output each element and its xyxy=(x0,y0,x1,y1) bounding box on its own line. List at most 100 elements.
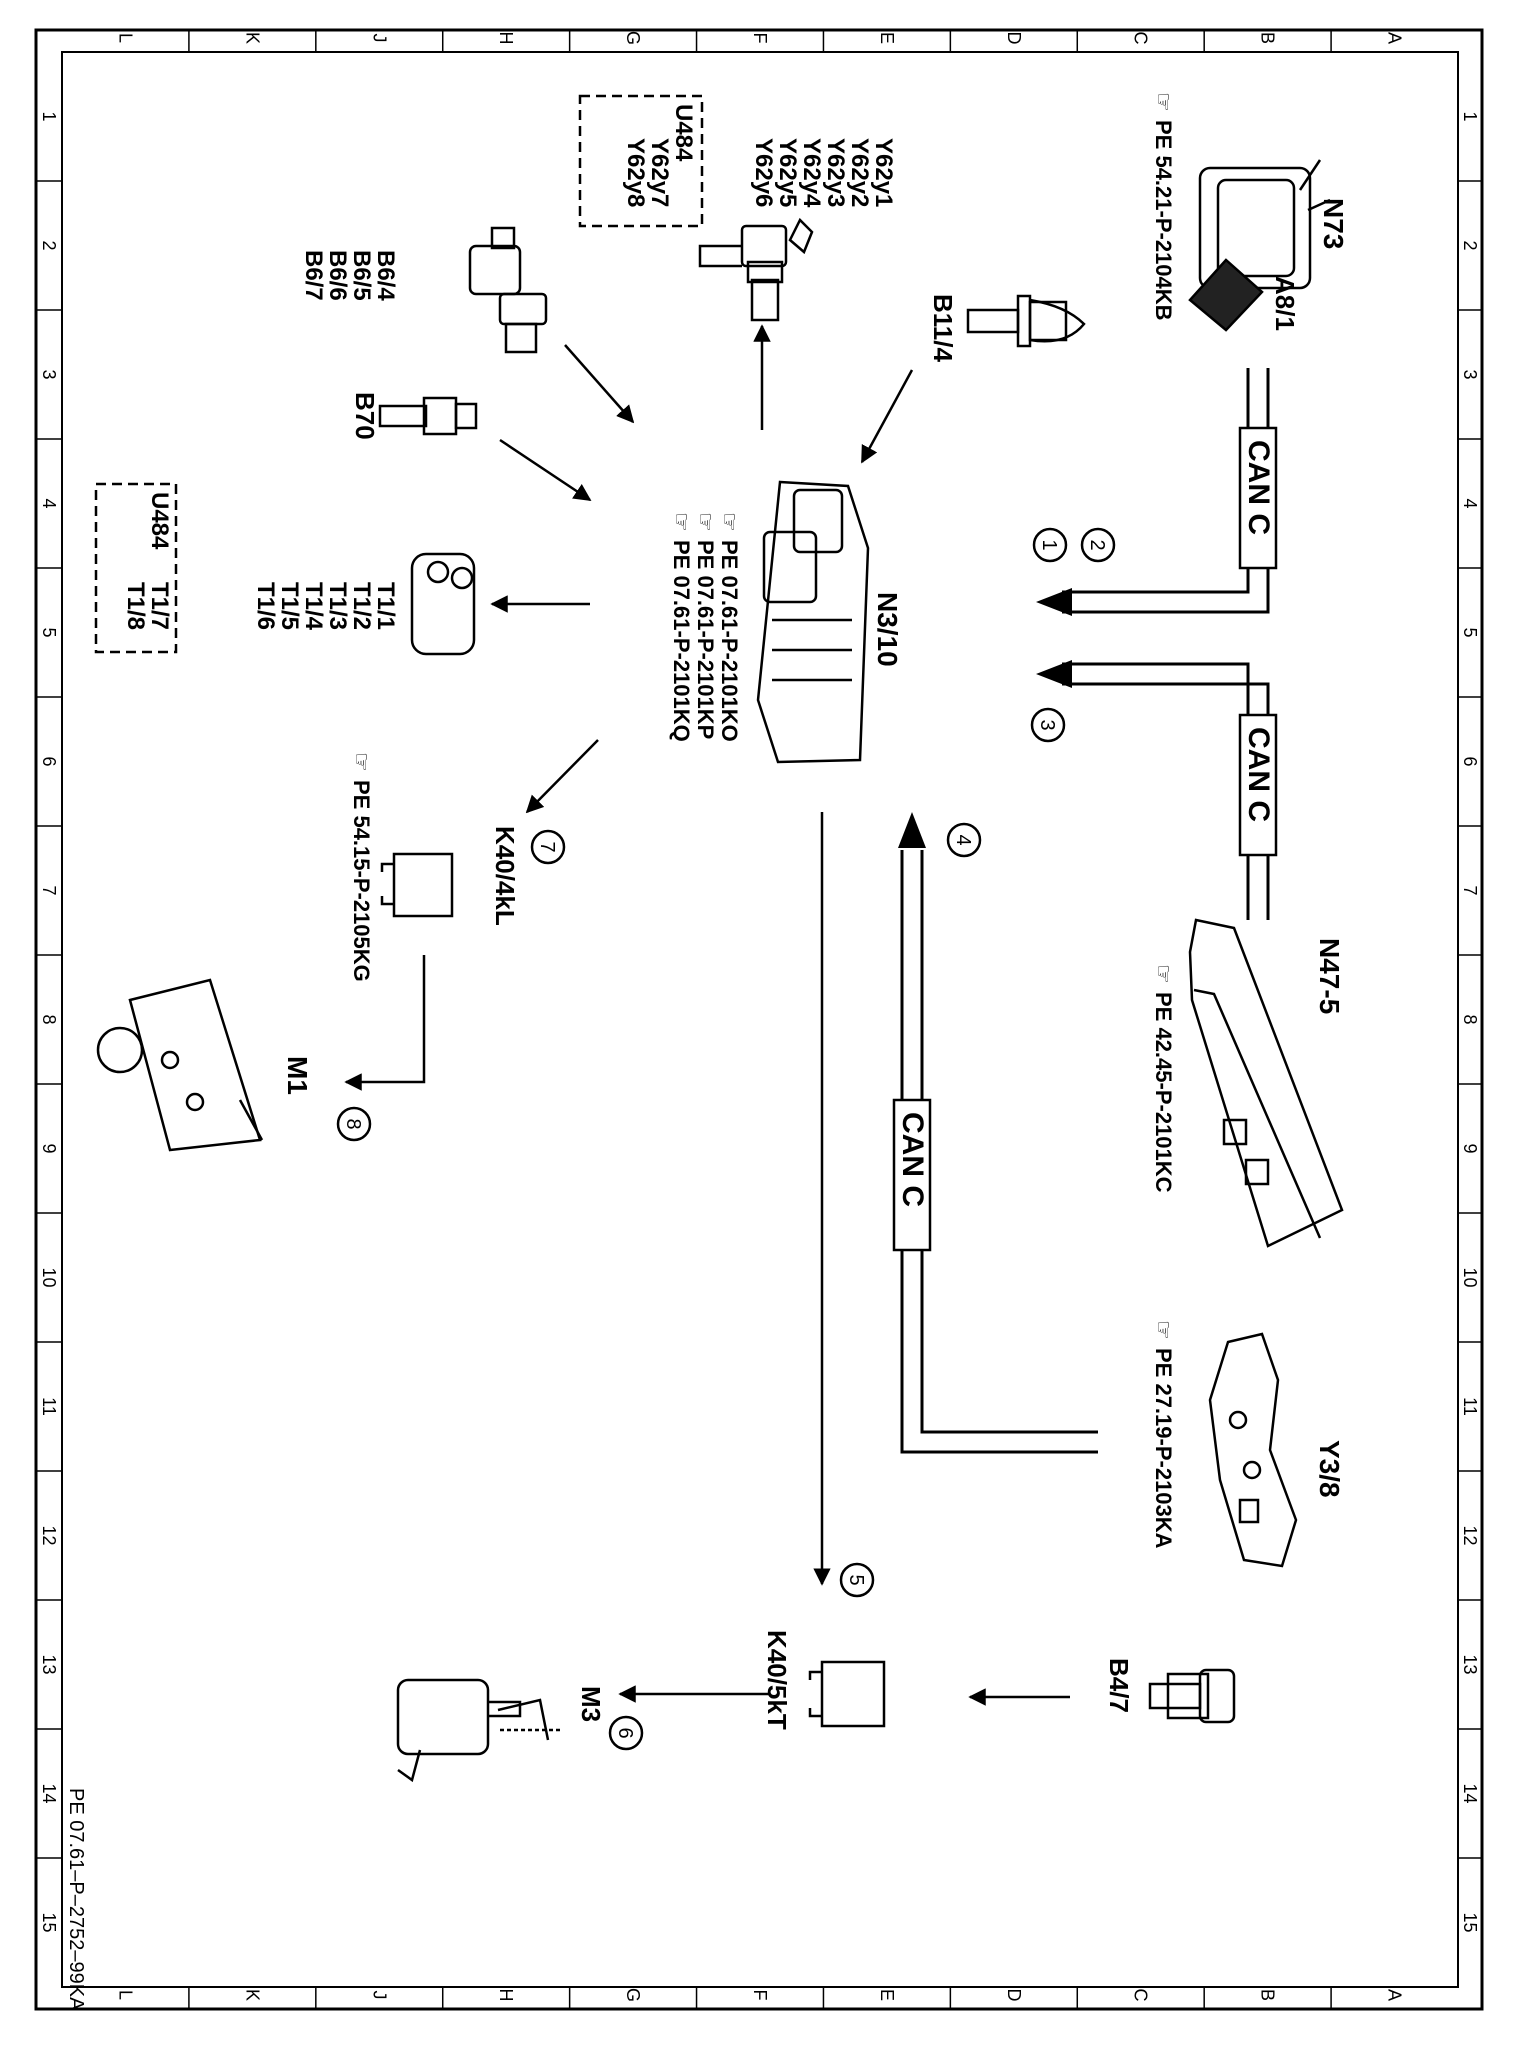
can-c-label-1: CAN C xyxy=(1238,426,1278,570)
grid-row-label: 4 xyxy=(39,498,59,508)
can-c-label-2: CAN C xyxy=(1238,713,1278,857)
svg-text:T1/8: T1/8 xyxy=(122,582,149,630)
grid-row-label: 1 xyxy=(39,111,59,121)
k40-5-relay-graphic xyxy=(808,1660,886,1728)
m1-starter-graphic xyxy=(96,978,264,1152)
ecu-graphic xyxy=(756,480,870,764)
grid-row-label: 7 xyxy=(39,885,59,895)
svg-text:3: 3 xyxy=(1036,719,1058,730)
n47-5-ref: ☞ PE 42.45-P-2101KC xyxy=(1151,964,1176,1193)
svg-text:2: 2 xyxy=(1086,539,1108,550)
grid-row-label: 6 xyxy=(1460,756,1480,766)
grid-column-label: C xyxy=(1131,32,1151,45)
hand-pointer-icon: ☞ xyxy=(349,752,374,772)
grid-column-label: H xyxy=(496,32,516,45)
ignition-coil-graphic xyxy=(410,552,476,656)
can-arrowhead-1 xyxy=(1036,588,1072,616)
grid-column-label: H xyxy=(496,1989,516,2002)
grid-column-label: L xyxy=(115,1990,135,2000)
grid-column-label: D xyxy=(1004,1989,1024,2002)
grid-column-label: F xyxy=(750,33,770,44)
grid-ticks xyxy=(36,30,1482,2009)
grid-row-label: 3 xyxy=(39,369,59,379)
grid-row-label: 8 xyxy=(1460,1014,1480,1024)
grid-column-label: J xyxy=(369,1991,389,2000)
svg-text:PE 07.61-P-2101KP: PE 07.61-P-2101KP xyxy=(693,540,718,739)
m1-label: M1 xyxy=(282,1056,313,1095)
hand-pointer-icon: ☞ xyxy=(717,512,742,532)
svg-text:CAN C: CAN C xyxy=(1242,727,1275,822)
svg-text:PE 42.45-P-2101KC: PE 42.45-P-2101KC xyxy=(1151,992,1176,1193)
b4-7-label: B4/7 xyxy=(1104,1658,1134,1713)
document-id: PE 07.61–P–2752–99KA xyxy=(65,1788,87,2011)
svg-text:6: 6 xyxy=(614,1727,636,1738)
grid-row-label: 15 xyxy=(39,1912,59,1932)
marker-1: 1 xyxy=(1032,527,1068,563)
svg-text:B6/4: B6/4 xyxy=(372,250,399,301)
grid-row-label: 3 xyxy=(1460,369,1480,379)
y3-8-graphic xyxy=(1208,1332,1298,1568)
svg-text:7: 7 xyxy=(536,841,558,852)
grid-column-label: K xyxy=(242,32,262,44)
marker-7: 7 xyxy=(530,829,566,865)
grid-row-label: 13 xyxy=(39,1654,59,1674)
grid-row-label: 5 xyxy=(39,627,59,637)
grid-row-label: 6 xyxy=(39,756,59,766)
svg-text:PE 07.61-P-2101KQ: PE 07.61-P-2101KQ xyxy=(669,540,694,742)
svg-text:T1/2: T1/2 xyxy=(348,582,375,630)
grid-row-label: 7 xyxy=(1460,885,1480,895)
outer-frame xyxy=(34,28,1484,2011)
injector-label: Y62y4 xyxy=(798,138,825,208)
grid-row-label: 11 xyxy=(1460,1397,1480,1416)
a8-1-label: A8/1 xyxy=(1270,276,1300,331)
grid-row-label: 15 xyxy=(1460,1912,1480,1932)
svg-text:T1/3: T1/3 xyxy=(324,582,351,630)
svg-text:PE 54.21-P-2104KB: PE 54.21-P-2104KB xyxy=(1151,120,1176,321)
k40-4-ref: ☞ PE 54.15-P-2105KG xyxy=(349,752,374,982)
grid-column-label: B xyxy=(1258,1989,1278,2001)
b6-labels: B6/4 B6/5 B6/6 B6/7 xyxy=(300,250,399,301)
grid-column-label: K xyxy=(242,1989,262,2001)
grid-column-label: A xyxy=(1385,1989,1405,2001)
injector-label: Y62y3 xyxy=(822,138,849,207)
svg-text:B6/6: B6/6 xyxy=(324,250,351,301)
k40-4-relay-graphic xyxy=(380,852,454,918)
injector-label: Y62y8 xyxy=(622,138,649,207)
svg-text:8: 8 xyxy=(342,1118,364,1129)
grid-row-label: 2 xyxy=(1460,240,1480,250)
svg-text:T1/7: T1/7 xyxy=(146,582,173,630)
can-c-label-3: CAN C xyxy=(892,1098,932,1252)
svg-text:T1/4: T1/4 xyxy=(300,582,327,631)
b11-4-label: B11/4 xyxy=(928,294,958,362)
injector-label: Y62y7 xyxy=(646,138,673,207)
marker-8: 8 xyxy=(336,1106,372,1142)
n73-ignition-switch-graphic xyxy=(1188,159,1331,332)
hand-pointer-icon: ☞ xyxy=(1151,1320,1176,1340)
u484-coil-box: U484 T1/7 T1/8 xyxy=(94,482,178,654)
k40-4-label: K40/4kL xyxy=(490,826,520,926)
svg-text:1: 1 xyxy=(1038,539,1060,550)
grid-column-label: B xyxy=(1258,32,1278,44)
inner-frame xyxy=(61,51,1459,1988)
svg-text:PE 54.15-P-2105KG: PE 54.15-P-2105KG xyxy=(349,780,374,982)
grid-row-label: 8 xyxy=(39,1014,59,1024)
svg-text:B6/5: B6/5 xyxy=(348,250,375,301)
can-arrowhead-4 xyxy=(898,812,926,848)
marker-4: 4 xyxy=(946,822,982,858)
injector-label: Y62y2 xyxy=(846,138,873,207)
hand-pointer-icon: ☞ xyxy=(693,512,718,532)
grid-column-label: J xyxy=(369,34,389,43)
grid-row-label: 9 xyxy=(1460,1143,1480,1153)
injector-labels: Y62y1 Y62y2 Y62y3 Y62y4 Y62y5 Y62y6 xyxy=(750,138,897,208)
svg-text:5: 5 xyxy=(845,1574,867,1585)
grid-row-label: 12 xyxy=(1460,1525,1480,1545)
grid-row-label: 14 xyxy=(1460,1783,1480,1803)
marker-2: 2 xyxy=(1080,527,1116,563)
grid-column-label: E xyxy=(877,1989,897,2001)
grid-row-label: 10 xyxy=(1460,1267,1480,1287)
